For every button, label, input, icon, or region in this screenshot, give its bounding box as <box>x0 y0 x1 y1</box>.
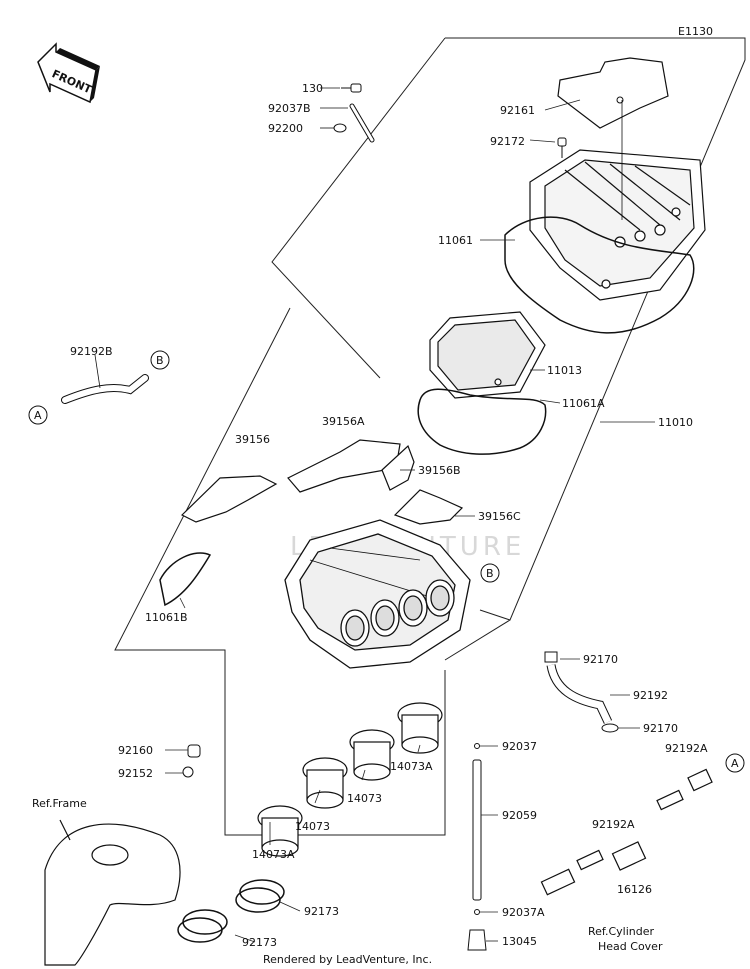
label-39156A: 39156A <box>322 415 365 428</box>
funnels-14073 <box>257 702 443 857</box>
label-11010: 11010 <box>658 416 693 429</box>
leader-lines <box>165 99 655 943</box>
callout-a-right: A <box>725 753 745 773</box>
label-92192A-top: 92192A <box>665 742 708 755</box>
svg-text:A: A <box>731 757 739 770</box>
valve-16126 <box>540 768 713 896</box>
label-14073A-right: 14073A <box>390 760 433 773</box>
label-92200: 92200 <box>268 122 303 135</box>
hose-92192 <box>544 651 619 733</box>
drain-rod-92059 <box>467 743 487 951</box>
air-filter-element-11013 <box>429 311 546 399</box>
label-92161: 92161 <box>500 104 535 117</box>
label-11013: 11013 <box>547 364 582 377</box>
plate-39156 <box>180 475 278 523</box>
label-92059: 92059 <box>502 809 537 822</box>
label-ref-frame: Ref.Frame <box>32 797 87 810</box>
label-39156B: 39156B <box>418 464 461 477</box>
gasket-11061A <box>417 388 547 455</box>
svg-text:B: B <box>486 567 494 580</box>
label-92173-right: 92173 <box>304 905 339 918</box>
frame-sketch <box>44 819 181 966</box>
label-92192A-left: 92192A <box>592 818 635 831</box>
plate-39156B <box>381 444 415 491</box>
label-11061B: 11061B <box>145 611 188 624</box>
label-92173-left: 92173 <box>242 936 277 949</box>
label-92170-lower: 92170 <box>643 722 678 735</box>
filter-pad-92161 <box>557 57 669 129</box>
label-39156C: 39156C <box>478 510 521 523</box>
label-92192: 92192 <box>633 689 668 702</box>
plate-39156A <box>287 439 401 493</box>
label-130: 130 <box>302 82 323 95</box>
label-14073A-left: 14073A <box>252 848 295 861</box>
front-arrow-icon: FRONT <box>37 42 100 104</box>
label-11061: 11061 <box>438 234 473 247</box>
footer-credit: Rendered by LeadVenture, Inc. <box>263 953 432 966</box>
label-14073-mid: 14073 <box>347 792 382 805</box>
assembly-boundary <box>114 37 746 836</box>
label-92192B: 92192B <box>70 345 113 358</box>
label-92037: 92037 <box>502 740 537 753</box>
svg-text:A: A <box>34 409 42 422</box>
screw-130-icon <box>320 83 375 143</box>
label-11061A: 11061A <box>562 397 605 410</box>
label-92172: 92172 <box>490 135 525 148</box>
svg-text:B: B <box>156 354 164 367</box>
diagram-code: E1130 <box>678 25 713 38</box>
label-13045: 13045 <box>502 935 537 948</box>
air-cleaner-cover-11010 <box>529 100 706 301</box>
label-16126: 16126 <box>617 883 652 896</box>
label-92160: 92160 <box>118 744 153 757</box>
label-92037B: 92037B <box>268 102 311 115</box>
callout-b-top: B <box>150 350 170 370</box>
label-92152: 92152 <box>118 767 153 780</box>
label-ref-cylinder: Ref.Cylinder <box>588 925 655 938</box>
screw-92172-icon <box>557 137 567 158</box>
air-cleaner-lower-case <box>284 519 471 669</box>
clamps-92173 <box>177 879 285 943</box>
label-39156: 39156 <box>235 433 270 446</box>
callout-b-mid: B <box>480 563 500 583</box>
seal-11061B <box>159 552 212 607</box>
part-labels: 130 92037B 92200 92161 92172 11061 92192… <box>32 82 708 953</box>
label-ref-head-cover: Head Cover <box>598 940 663 953</box>
label-92037A: 92037A <box>502 906 545 919</box>
hose-92192B <box>61 354 149 404</box>
gasket-11061 <box>504 216 695 334</box>
label-14073-left: 14073 <box>295 820 330 833</box>
label-92170-upper: 92170 <box>583 653 618 666</box>
callout-a-left: A <box>28 405 48 425</box>
plate-39156C <box>393 489 464 525</box>
grommet-92160-icon <box>182 744 201 778</box>
